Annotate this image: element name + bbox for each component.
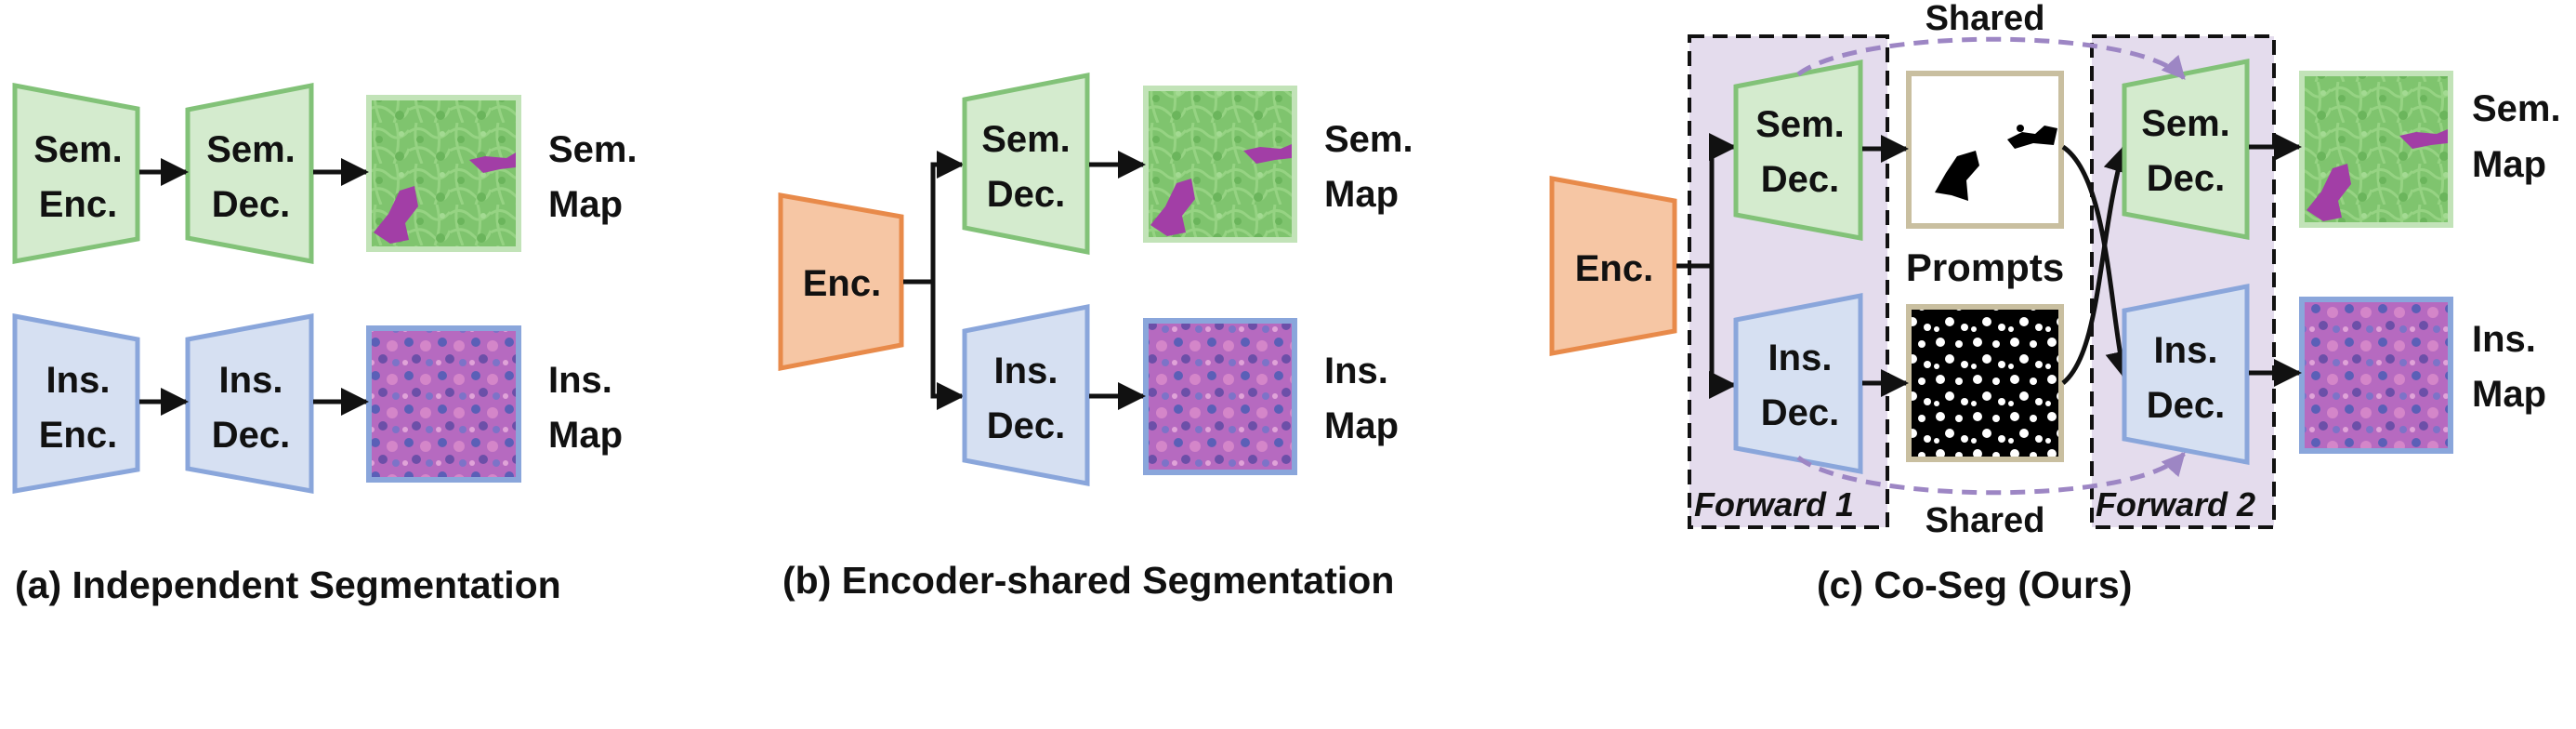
caption-b: (b) Encoder-shared Segmentation: [782, 559, 1394, 602]
ins-decoder-1-shape: [1733, 292, 1863, 475]
sem-decoder-label-2: Dec.: [987, 174, 1066, 215]
ins-decoder-label-1: Ins.: [219, 360, 283, 401]
sem-map-region: [469, 152, 516, 173]
cross-arrow: [2061, 144, 2131, 385]
shared-arrow-top: [1796, 36, 2186, 80]
caption-a: (a) Independent Segmentation: [15, 563, 561, 606]
shared-arrow-bottom: [1796, 452, 2186, 496]
arrow: [903, 151, 965, 285]
sem-encoder-label-1: Sem.: [33, 129, 123, 170]
encoder-label: Enc.: [803, 263, 881, 304]
ins-decoder-label-2: Dec.: [987, 405, 1066, 446]
forward-1-label: Forward 1: [1694, 485, 1854, 524]
sem-map-region: [1150, 179, 1195, 236]
ins-encoder-shape: [12, 312, 140, 494]
shared-label-bottom: Shared: [1925, 501, 2045, 540]
sem-decoder-2-shape: [2122, 58, 2250, 241]
ins-decoder-label-2: Dec.: [212, 415, 291, 456]
encoder-label: Enc.: [1575, 248, 1653, 289]
ins-decoder-shape: [962, 303, 1090, 487]
ins-map-label-1: Ins.: [1324, 351, 1388, 391]
sem-decoder-1-label-1: Sem.: [1755, 104, 1845, 145]
sem-prompt-region: [2007, 126, 2057, 149]
sem-prompt-region: [1935, 151, 1979, 201]
sem-decoder-2-label-2: Dec.: [2147, 158, 2226, 199]
ins-decoder-2-label-1: Ins.: [2154, 330, 2218, 371]
sem-prompt-image: [1906, 71, 2064, 229]
ins-decoder-label-1: Ins.: [994, 351, 1058, 391]
ins-map-label-2: Map: [1324, 405, 1399, 446]
sem-map-image: [1143, 86, 1297, 243]
sem-map-region: [2399, 129, 2448, 149]
sem-decoder-shape: [962, 72, 1090, 256]
ins-map-image: [2299, 297, 2453, 454]
sem-map-label-1: Sem.: [548, 129, 637, 170]
ins-map-image: [366, 325, 521, 483]
sem-map-label-1: Sem.: [2472, 88, 2561, 129]
ins-decoder-2-shape: [2122, 283, 2250, 466]
shared-label-top: Shared: [1925, 0, 2045, 38]
ins-prompt-image: [1906, 304, 2064, 462]
arrow: [1676, 133, 1737, 269]
sem-decoder-1-shape: [1733, 59, 1863, 242]
panel-c: Enc. Sem. Dec. Ins. Dec. Prompts Sem. De…: [1549, 0, 2561, 606]
forward-2-label: Forward 2: [2096, 485, 2255, 524]
sem-decoder-shape: [185, 82, 314, 265]
ins-decoder-2-label-2: Dec.: [2147, 385, 2226, 426]
ins-map-label-1: Ins.: [548, 360, 612, 401]
ins-map-label-1: Ins.: [2472, 319, 2536, 360]
prompts-label: Prompts: [1906, 245, 2064, 289]
panel-a: Sem. Enc. Sem. Dec. Sem. Map Ins. Enc. I…: [12, 82, 637, 606]
sem-decoder-2-label-1: Sem.: [2141, 103, 2230, 144]
encoder-shape: [778, 192, 904, 372]
sem-decoder-label-2: Dec.: [212, 184, 291, 225]
encoder-shape: [1549, 176, 1677, 356]
sem-map-region: [1243, 144, 1292, 164]
sem-decoder-label-1: Sem.: [206, 129, 296, 170]
sem-map-label-1: Sem.: [1324, 119, 1413, 160]
sem-map-label-2: Map: [1324, 174, 1399, 215]
sem-map-image: [2299, 71, 2453, 228]
sem-map-label-2: Map: [548, 184, 623, 225]
sem-map-label-2: Map: [2472, 144, 2546, 185]
panel-b: Enc. Sem. Dec. Sem. Map Ins. Dec. Ins. M…: [778, 72, 1413, 602]
ins-map-image: [1143, 318, 1297, 475]
arrow: [930, 282, 965, 410]
ins-map-label-2: Map: [548, 415, 623, 456]
ins-map-label-2: Map: [2472, 374, 2546, 415]
sem-encoder-shape: [12, 82, 140, 264]
sem-decoder-1-label-2: Dec.: [1761, 159, 1840, 200]
sem-prompt-region: [2017, 125, 2024, 132]
sem-decoder-label-1: Sem.: [981, 119, 1071, 160]
ins-decoder-shape: [185, 312, 314, 494]
ins-encoder-label-2: Enc.: [39, 415, 117, 456]
sem-encoder-label-2: Enc.: [39, 184, 117, 225]
sem-map-region: [374, 186, 418, 244]
ins-encoder-label-1: Ins.: [46, 360, 111, 401]
ins-decoder-1-label-1: Ins.: [1768, 338, 1833, 378]
sem-map-region: [2307, 164, 2351, 221]
arrow: [1709, 266, 1737, 399]
caption-c: (c) Co-Seg (Ours): [1817, 563, 2132, 606]
ins-decoder-1-label-2: Dec.: [1761, 392, 1840, 433]
